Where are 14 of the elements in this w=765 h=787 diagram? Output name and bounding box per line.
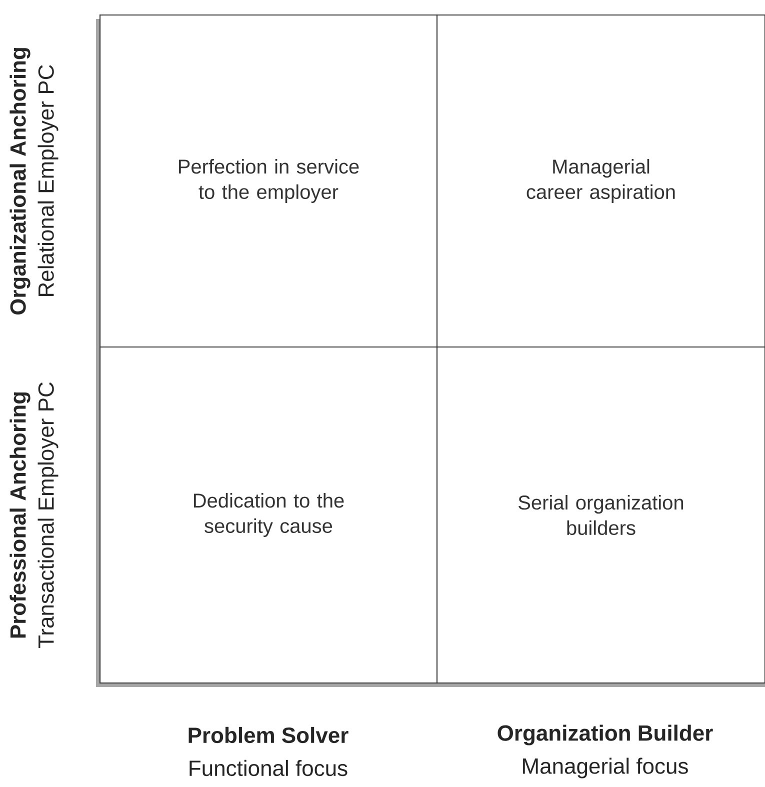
node-label: Managerial career aspiration <box>526 159 675 203</box>
matrix-cell: Perfection in service to the employer <box>99 14 438 348</box>
matrix-cell: Managerial career aspiration <box>436 14 765 348</box>
axis-label: Problem Solver <box>188 726 348 744</box>
axis-label: Managerial focus <box>523 758 688 778</box>
axis-label: Relational Employer PC <box>38 65 58 296</box>
axis-label: Organizational Anchoring <box>10 48 30 315</box>
axis-label: Professional Anchoring <box>10 392 30 638</box>
node-label: Serial organization builders <box>518 494 684 536</box>
axis-label: Organization Builder <box>498 724 713 746</box>
matrix-cell: Serial organization builders <box>436 346 765 684</box>
matrix-cell: Dedication to the security cause <box>99 346 438 684</box>
axis-label: Transactional Employer PC <box>38 382 58 648</box>
axis-label: Functional focus <box>190 760 348 776</box>
